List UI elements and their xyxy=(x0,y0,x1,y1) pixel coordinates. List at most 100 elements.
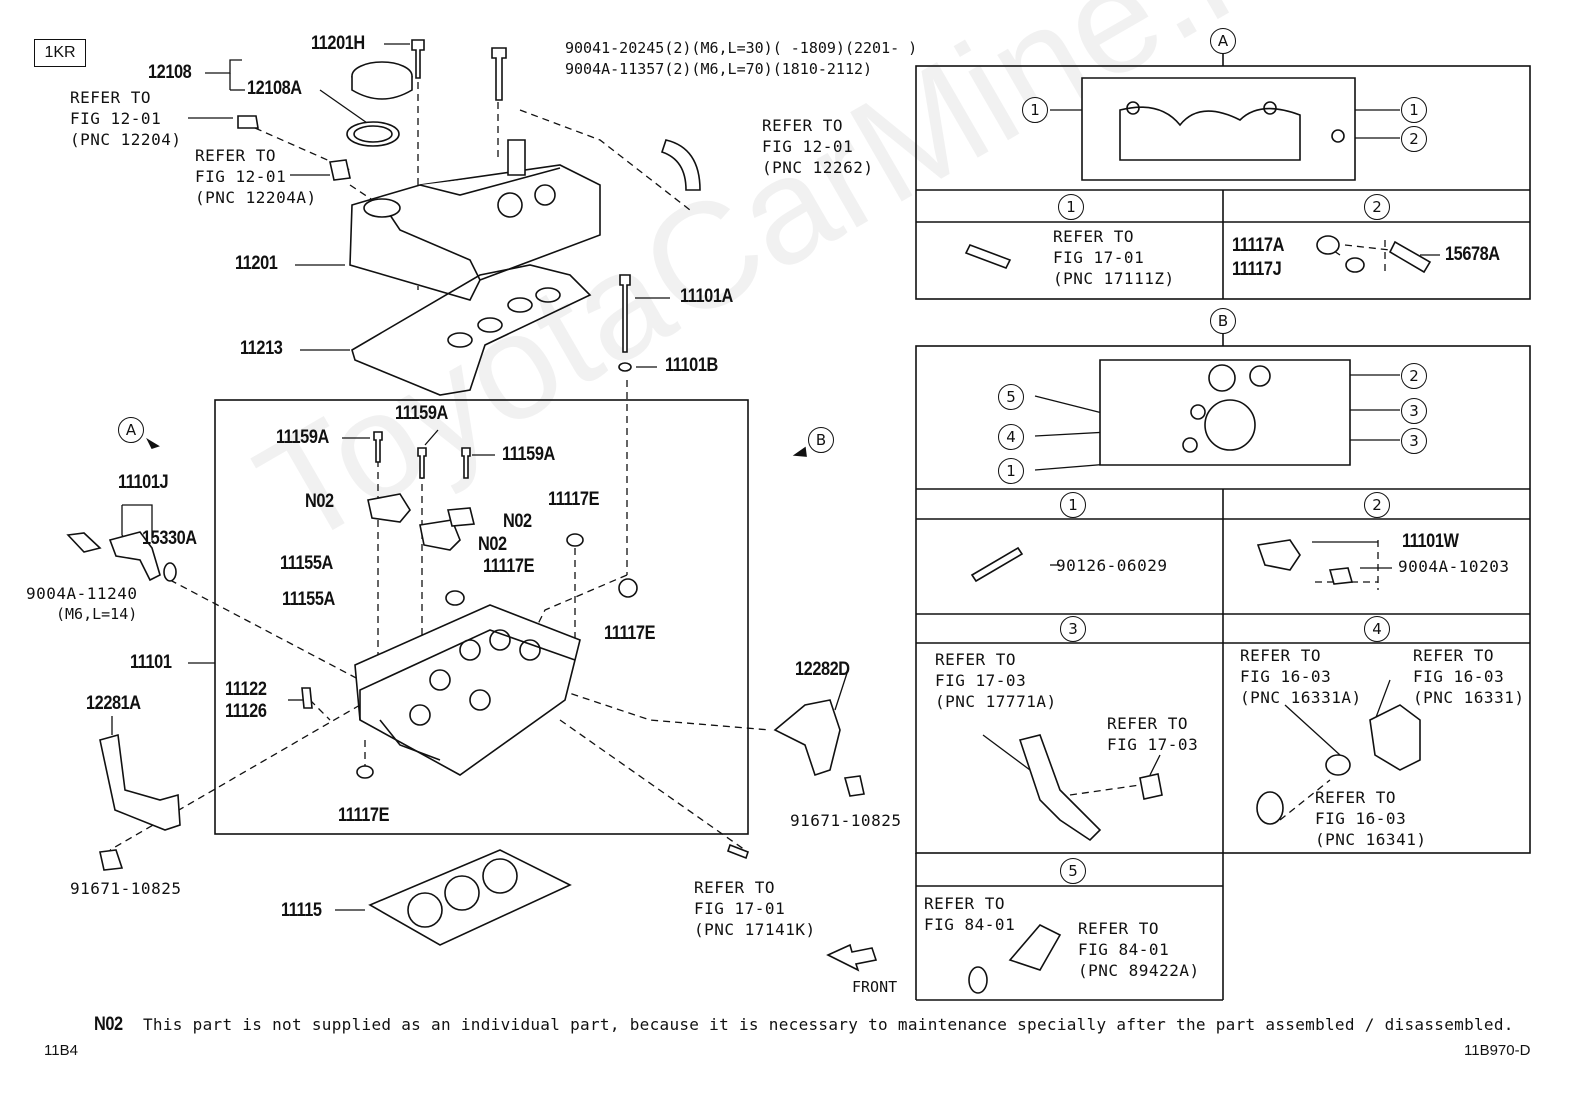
panel-a-sub-2: 2 xyxy=(1364,194,1390,220)
label-11117e-3: 11117E xyxy=(604,623,656,644)
ref-17111z-line1: REFER TO xyxy=(1053,227,1135,246)
panel-a-stud xyxy=(964,243,1012,270)
label-11101w: 11101W xyxy=(1402,531,1459,552)
ref-12204-line2: FIG 12-01 xyxy=(70,109,162,128)
label-11159a-right: 11159A xyxy=(502,444,555,465)
engine-code-badge: 1KR xyxy=(34,39,86,67)
panel-b-callout-3b: 3 xyxy=(1401,428,1427,454)
panel-b-callout-2: 2 xyxy=(1401,363,1427,389)
ref-17111z-line3: (PNC 17111Z) xyxy=(1053,269,1175,288)
ref-89422a-line3: (PNC 89422A) xyxy=(1078,961,1200,980)
cover-gasket xyxy=(351,264,592,396)
label-91671-left: 91671-10825 xyxy=(70,879,182,898)
label-11101a: 11101A xyxy=(680,286,733,307)
panel-b-tag: B xyxy=(1210,308,1236,334)
ref-1703-line1: REFER TO xyxy=(1107,714,1189,733)
callout-a-left: A xyxy=(118,417,144,443)
ref-17771a-line2: FIG 17-03 xyxy=(935,671,1027,690)
timing-cover-bracket xyxy=(1018,734,1102,842)
panel-a-tag: A xyxy=(1210,28,1236,54)
engine-hanger-front xyxy=(773,699,841,777)
ref-16331-line2: FIG 16-03 xyxy=(1413,667,1505,686)
label-n02-3: N02 xyxy=(478,534,507,555)
ref-16341-line2: FIG 16-03 xyxy=(1315,809,1407,828)
pcv-hose xyxy=(660,139,701,191)
panel-b-callout-1: 1 xyxy=(998,458,1024,484)
ref-16331a-line1: REFER TO xyxy=(1240,646,1322,665)
head-bolt xyxy=(619,274,631,353)
label-11159a-top: 11159A xyxy=(395,403,448,424)
ref-12262-line2: FIG 12-01 xyxy=(762,137,854,156)
cylinder-head xyxy=(354,604,581,776)
ref-89422a-line1: REFER TO xyxy=(1078,919,1160,938)
ref-17771a-line1: REFER TO xyxy=(935,650,1017,669)
label-9004a-10203: 9004A-10203 xyxy=(1398,557,1510,576)
panel-b-sub-2: 2 xyxy=(1364,492,1390,518)
panel-a-sub-1: 1 xyxy=(1058,194,1084,220)
ref-12204a-line1: REFER TO xyxy=(195,146,277,165)
label-9004a-11240-spec: (M6,L=14) xyxy=(56,605,138,623)
camshaft-cap-3 xyxy=(446,507,476,527)
panel-b-callout-5: 5 xyxy=(998,384,1024,410)
ref-12204-line3: (PNC 12204) xyxy=(70,130,182,149)
cam-position-sensor xyxy=(1256,539,1301,571)
label-11101j: 11101J xyxy=(118,472,169,493)
ref-8401-line2: FIG 84-01 xyxy=(924,915,1016,934)
label-11213: 11213 xyxy=(240,338,283,359)
ref-17141k-line2: FIG 17-01 xyxy=(694,899,786,918)
cylinder-head-frame xyxy=(214,399,749,835)
label-11159a-left: 11159A xyxy=(276,427,329,448)
panel-b-sub-1: 1 xyxy=(1060,492,1086,518)
panel-b-callout-3a: 3 xyxy=(1401,398,1427,424)
coolant-temp-sensor xyxy=(1008,924,1062,971)
label-front: FRONT xyxy=(852,978,898,996)
label-11201h: 11201H xyxy=(311,33,365,54)
ref-12262-line1: REFER TO xyxy=(762,116,844,135)
ref-17141k-line3: (PNC 17141K) xyxy=(694,920,816,939)
panel-b-head-view xyxy=(1099,359,1351,466)
panel-b-sub-3: 3 xyxy=(1060,616,1086,642)
camshaft-cap-1 xyxy=(367,493,411,523)
label-91671-right: 91671-10825 xyxy=(790,811,902,830)
label-11101b: 11101B xyxy=(665,355,718,376)
panel-a-callout-2: 2 xyxy=(1401,126,1427,152)
panel-b-callout-4: 4 xyxy=(998,424,1024,450)
front-arrow xyxy=(826,943,878,972)
panel-a-head-view xyxy=(1081,77,1356,181)
ref-8401-line1: REFER TO xyxy=(924,894,1006,913)
ref-12204a-line2: FIG 12-01 xyxy=(195,167,287,186)
label-11117e-1: 11117E xyxy=(548,489,600,510)
label-11115: 11115 xyxy=(281,900,322,921)
footer-note-text: This part is not supplied as an individu… xyxy=(143,1015,1514,1034)
ref-17771a-line3: (PNC 17771A) xyxy=(935,692,1057,711)
label-11117a: 11117A xyxy=(1232,235,1284,256)
label-12282d: 12282D xyxy=(795,659,850,680)
label-n02-1: N02 xyxy=(305,491,334,512)
label-11117j: 11117J xyxy=(1232,259,1282,280)
ref-12204a-line3: (PNC 12204A) xyxy=(195,188,317,207)
label-11101: 11101 xyxy=(130,652,172,673)
ref-17111z-line2: FIG 17-01 xyxy=(1053,248,1145,267)
ref-89422a-line2: FIG 84-01 xyxy=(1078,940,1170,959)
camshaft-cap-2 xyxy=(419,519,461,551)
panel-a-callout-1-right: 1 xyxy=(1401,97,1427,123)
label-9004a-11240: 9004A-11240 xyxy=(26,584,138,603)
ref-12262-line3: (PNC 12262) xyxy=(762,158,874,177)
ref-12204-line1: REFER TO xyxy=(70,88,152,107)
label-11155a-1: 11155A xyxy=(280,553,333,574)
label-90126-06029: 90126-06029 xyxy=(1056,556,1168,575)
label-bolt-9004a-11357: 9004A-11357(2)(M6,L=70)(1810-2112) xyxy=(565,60,873,78)
label-15330a: 15330A xyxy=(142,528,197,549)
ref-16331-line3: (PNC 16331) xyxy=(1413,688,1525,707)
footer-right-code: 11B970-D xyxy=(1464,1042,1531,1059)
ref-16341-line1: REFER TO xyxy=(1315,788,1397,807)
ref-16331a-line3: (PNC 16331A) xyxy=(1240,688,1362,707)
bolt-11201h xyxy=(411,39,425,79)
label-11126: 11126 xyxy=(225,701,267,722)
ref-16341-line3: (PNC 16341) xyxy=(1315,830,1427,849)
engine-hanger-rear xyxy=(99,733,181,831)
label-bolt-90041: 90041-20245(2)(M6,L=30)( -1809)(2201- ) xyxy=(565,39,918,57)
label-11122: 11122 xyxy=(225,679,267,700)
label-11117e-4: 11117E xyxy=(338,805,390,826)
